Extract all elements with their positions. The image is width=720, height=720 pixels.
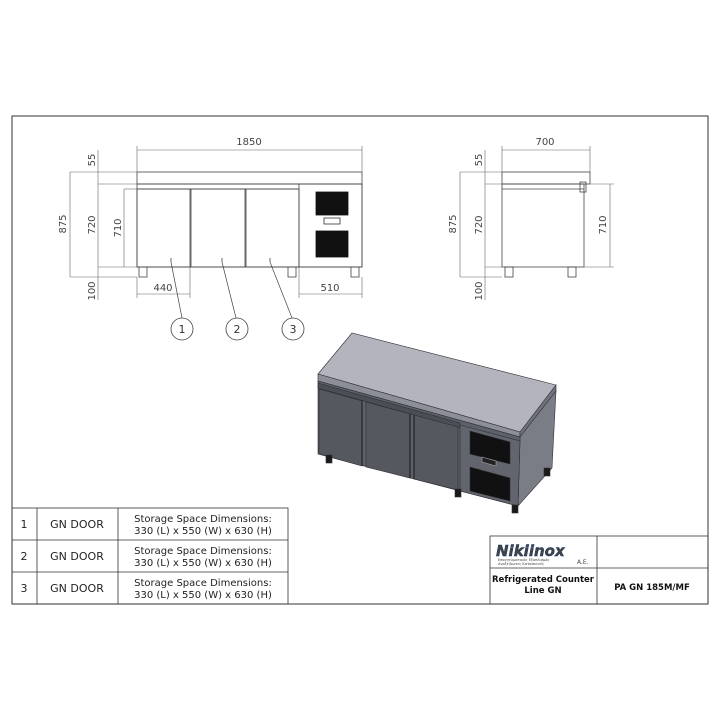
balloon-2: 2 <box>225 317 249 341</box>
side-view <box>501 171 591 278</box>
logo-tagline-2: Ανοξείδωτες Κατασκευές <box>498 562 544 566</box>
front-unit-grille-bottom <box>315 230 349 258</box>
balloon-leaders <box>170 261 293 319</box>
dim-side-body-height: 720 <box>474 215 485 234</box>
row-3-desc-line2: 330 (L) x 550 (W) x 630 (H) <box>134 590 272 601</box>
dim-side-total-height: 875 <box>448 214 459 233</box>
front-door-2 <box>190 188 246 268</box>
table-row: 1 GN DOOR Storage Space Dimensions: 330 … <box>21 514 272 537</box>
front-view <box>136 171 363 278</box>
side-worktop <box>501 171 591 185</box>
table-row: 3 GN DOOR Storage Space Dimensions: 330 … <box>21 578 272 601</box>
dim-front-unit-width: 510 <box>320 283 339 294</box>
row-1-name: GN DOOR <box>50 518 104 531</box>
iso-door-3 <box>413 414 459 491</box>
dim-front-body-height: 720 <box>87 215 98 234</box>
dim-side-top-thickness: 55 <box>474 154 485 167</box>
iso-leg-4 <box>543 467 551 477</box>
balloon-1: 1 <box>170 317 194 341</box>
dim-front-width: 1850 <box>236 137 261 148</box>
iso-unit-display <box>481 456 497 467</box>
dim-front-door-width: 440 <box>153 283 172 294</box>
row-2-number: 2 <box>21 550 28 563</box>
front-leg-2 <box>287 266 297 278</box>
side-body <box>501 183 585 268</box>
balloon-1-label: 1 <box>179 323 186 336</box>
side-leg-1 <box>504 266 514 278</box>
row-2-desc-line1: Storage Space Dimensions: <box>134 546 272 557</box>
row-3-number: 3 <box>21 582 28 595</box>
iso-door-2 <box>365 401 411 479</box>
parts-table <box>11 507 289 605</box>
iso-unit-grille-top <box>469 430 511 465</box>
product-name-line2: Line GN <box>524 586 561 596</box>
front-dimension-lines <box>69 146 363 300</box>
logo-tagline-1: Επαγγελματικός Εξοπλισμός <box>498 558 550 562</box>
front-leg-3 <box>350 266 360 278</box>
isometric-view <box>317 332 557 514</box>
front-leg-1 <box>138 266 148 278</box>
balloon-3-label: 3 <box>290 323 297 336</box>
balloon-2-label: 2 <box>234 323 241 336</box>
iso-leg-2 <box>454 488 462 498</box>
front-door-1 <box>136 188 191 268</box>
iso-leg-3 <box>511 504 519 514</box>
side-leg-2 <box>567 266 577 278</box>
table-row: 2 GN DOOR Storage Space Dimensions: 330 … <box>21 546 272 569</box>
dim-front-door-height: 710 <box>113 218 124 237</box>
row-3-desc-line1: Storage Space Dimensions: <box>134 578 272 589</box>
dim-front-top-thickness: 55 <box>87 154 98 167</box>
front-door-3 <box>245 188 300 268</box>
logo-suffix: A.E. <box>577 559 589 566</box>
side-dimension-lines <box>459 146 614 300</box>
iso-leg-1 <box>325 454 333 464</box>
row-1-desc-line2: 330 (L) x 550 (W) x 630 (H) <box>134 526 272 537</box>
row-2-desc-line2: 330 (L) x 550 (W) x 630 (H) <box>134 558 272 569</box>
model-code: PA GN 185M/MF <box>614 583 690 593</box>
front-worktop <box>136 171 363 185</box>
front-unit-grille-top <box>315 191 349 216</box>
logo-wordmark: Nikiinox <box>496 542 566 560</box>
sheet-border <box>11 115 709 605</box>
front-unit-panel <box>298 183 363 268</box>
balloon-3: 3 <box>281 317 305 341</box>
row-1-number: 1 <box>21 518 28 531</box>
dim-side-depth: 700 <box>535 137 554 148</box>
iso-door-1 <box>318 388 363 467</box>
dim-side-door-height: 710 <box>598 215 609 234</box>
dim-front-total-height: 875 <box>58 214 69 233</box>
product-name-line1: Refrigerated Counter <box>492 575 595 585</box>
dim-front-leg-height: 100 <box>87 281 98 300</box>
row-1-desc-line1: Storage Space Dimensions: <box>134 514 272 525</box>
iso-unit-grille-bottom <box>469 466 511 502</box>
company-logo: Nikiinox A.E. Επαγγελματικός Εξοπλισμός … <box>496 542 589 566</box>
title-block <box>489 535 709 605</box>
front-unit-display <box>323 217 341 225</box>
row-3-name: GN DOOR <box>50 582 104 595</box>
row-2-name: GN DOOR <box>50 550 104 563</box>
side-door-edge <box>579 181 587 193</box>
dim-side-leg-height: 100 <box>474 281 485 300</box>
